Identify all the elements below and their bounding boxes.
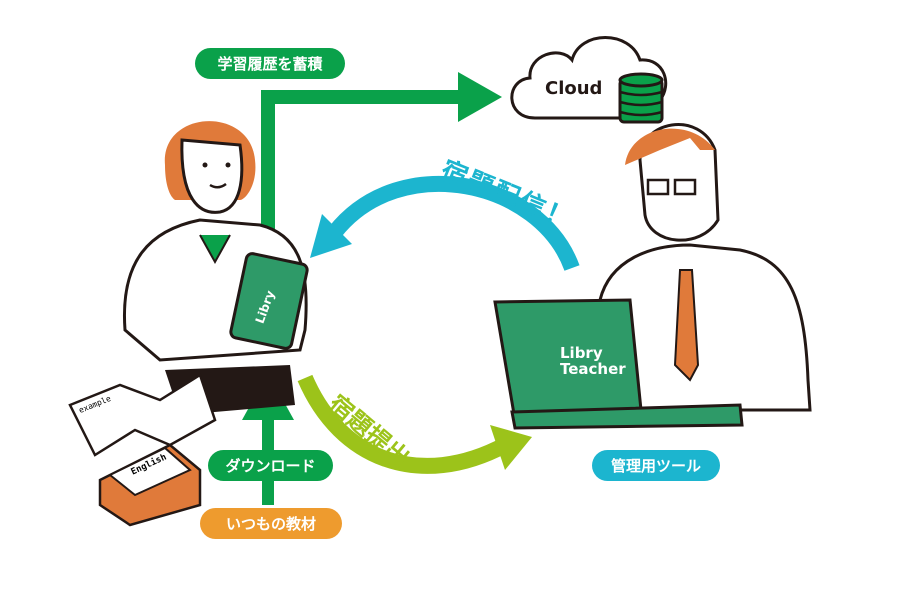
admin-tool-label: 管理用ツール xyxy=(592,450,720,481)
cloud-label: Cloud xyxy=(545,78,603,99)
assign-arrow xyxy=(310,175,580,271)
accumulate-arrow xyxy=(261,72,502,245)
submit-arrow xyxy=(297,374,532,474)
accumulate-history-label: 学習履歴を蓄積 xyxy=(195,48,345,79)
open-book xyxy=(68,373,217,457)
book-stack xyxy=(98,443,202,527)
laptop-device xyxy=(493,298,744,430)
laptop-brand: Libry Teacher xyxy=(560,345,626,377)
laptop-brand-line2: Teacher xyxy=(560,360,626,378)
database-icon xyxy=(618,72,664,124)
download-label: ダウンロード xyxy=(208,450,333,481)
tablet-device xyxy=(229,252,309,350)
laptop-brand-line1: Libry xyxy=(560,344,603,362)
teacher-illustration xyxy=(598,123,812,412)
usual-materials-label: いつもの教材 xyxy=(200,508,342,539)
